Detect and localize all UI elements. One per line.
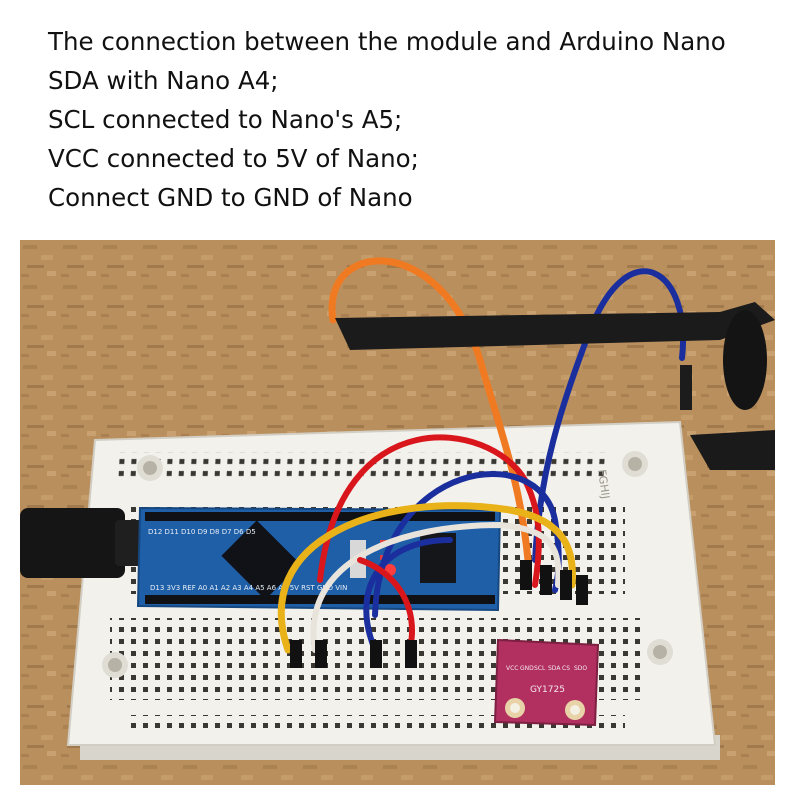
module-pin-sda: SDA (548, 665, 561, 672)
module-pin-vcc: VCC (506, 665, 518, 672)
module-pin-scl: SCL (534, 665, 546, 672)
nano-bottom-labels: D12 D11 D10 D9 D8 D7 D6 D5 (148, 528, 256, 536)
caption-line-scl: SCL connected to Nano's A5; (48, 105, 403, 134)
pressure-sensor-module: GY1725 VCC GND SCL SDA CS SDO (493, 638, 600, 727)
module-pin-sdo: SDO (574, 665, 587, 672)
breadboard-letters: FGHIJ (595, 469, 612, 500)
oscilloscope-probes (335, 302, 775, 470)
module-label: GY1725 (530, 685, 565, 695)
caption-line-title: The connection between the module and Ar… (48, 27, 726, 56)
module-pin-gnd: GND (520, 665, 534, 672)
caption-line-sda: SDA with Nano A4; (48, 66, 279, 95)
module-pin-cs: CS (562, 665, 570, 672)
wiring-photo: FGHIJ D12 D11 D10 D9 D8 D7 D6 D5 D13 3V3… (20, 240, 775, 785)
nano-top-labels: D13 3V3 REF A0 A1 A2 A3 A4 A5 A6 A7 5V R… (150, 584, 347, 592)
caption-line-vcc: VCC connected to 5V of Nano; (48, 144, 419, 173)
caption-line-gnd: Connect GND to GND of Nano (48, 183, 413, 212)
caption-text-block: The connection between the module and Ar… (48, 22, 788, 217)
